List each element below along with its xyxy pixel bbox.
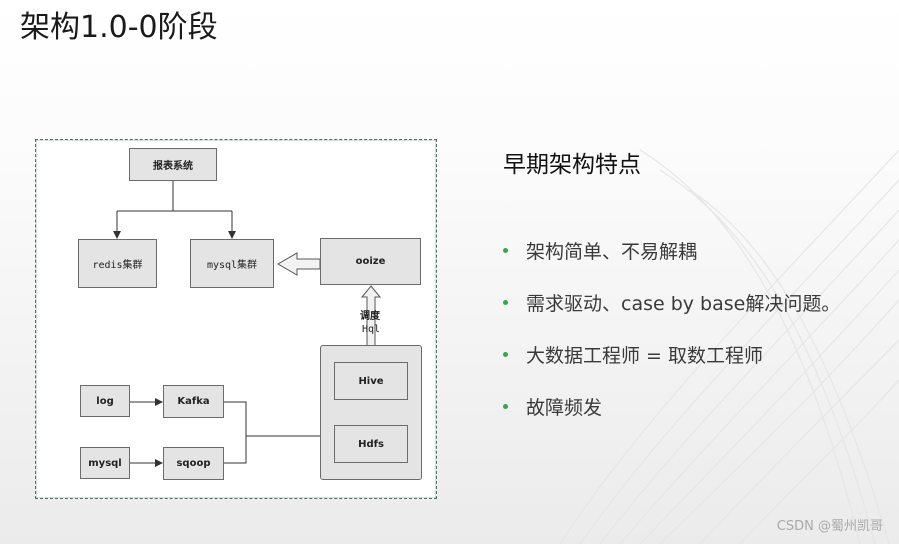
mysql-node: mysql [80, 447, 130, 479]
edge-kafka-merge [224, 401, 247, 464]
features-list: 架构简单、不易解耦 需求驱动、case by base解决问题。 大数据工程师 … [503, 224, 840, 432]
list-item: 大数据工程师 = 取数工程师 [503, 328, 840, 380]
log-node: log [80, 385, 130, 417]
watermark: CSDN @蜀州凯哥 [776, 519, 883, 534]
kafka-node: Kafka [163, 385, 224, 418]
redis-cluster-node: redis集群 [78, 239, 157, 288]
list-item: 故障频发 [503, 380, 840, 432]
mysql-cluster-node: mysql集群 [190, 239, 274, 288]
hive-node: Hive [334, 362, 408, 400]
list-item: 需求驱动、case by base解决问题。 [503, 276, 840, 328]
list-item: 架构简单、不易解耦 [503, 224, 840, 276]
bullet-dot-icon [503, 299, 508, 305]
hql-label: Hql [362, 324, 381, 335]
hdfs-node: Hdfs [334, 425, 408, 463]
slide-title: 架构1.0-0阶段 [20, 10, 218, 45]
bullet-dot-icon [503, 247, 508, 253]
features-heading: 早期架构特点 [503, 152, 641, 178]
edge-ooize-to-mysql-cluster [277, 252, 321, 276]
schedule-label: 调度 [360, 311, 380, 322]
bullet-dot-icon [503, 351, 508, 357]
bullet-dot-icon [503, 403, 508, 409]
sqoop-node: sqoop [163, 447, 224, 480]
report-system-node: 报表系统 [129, 148, 217, 181]
ooize-node: ooize [320, 238, 421, 285]
